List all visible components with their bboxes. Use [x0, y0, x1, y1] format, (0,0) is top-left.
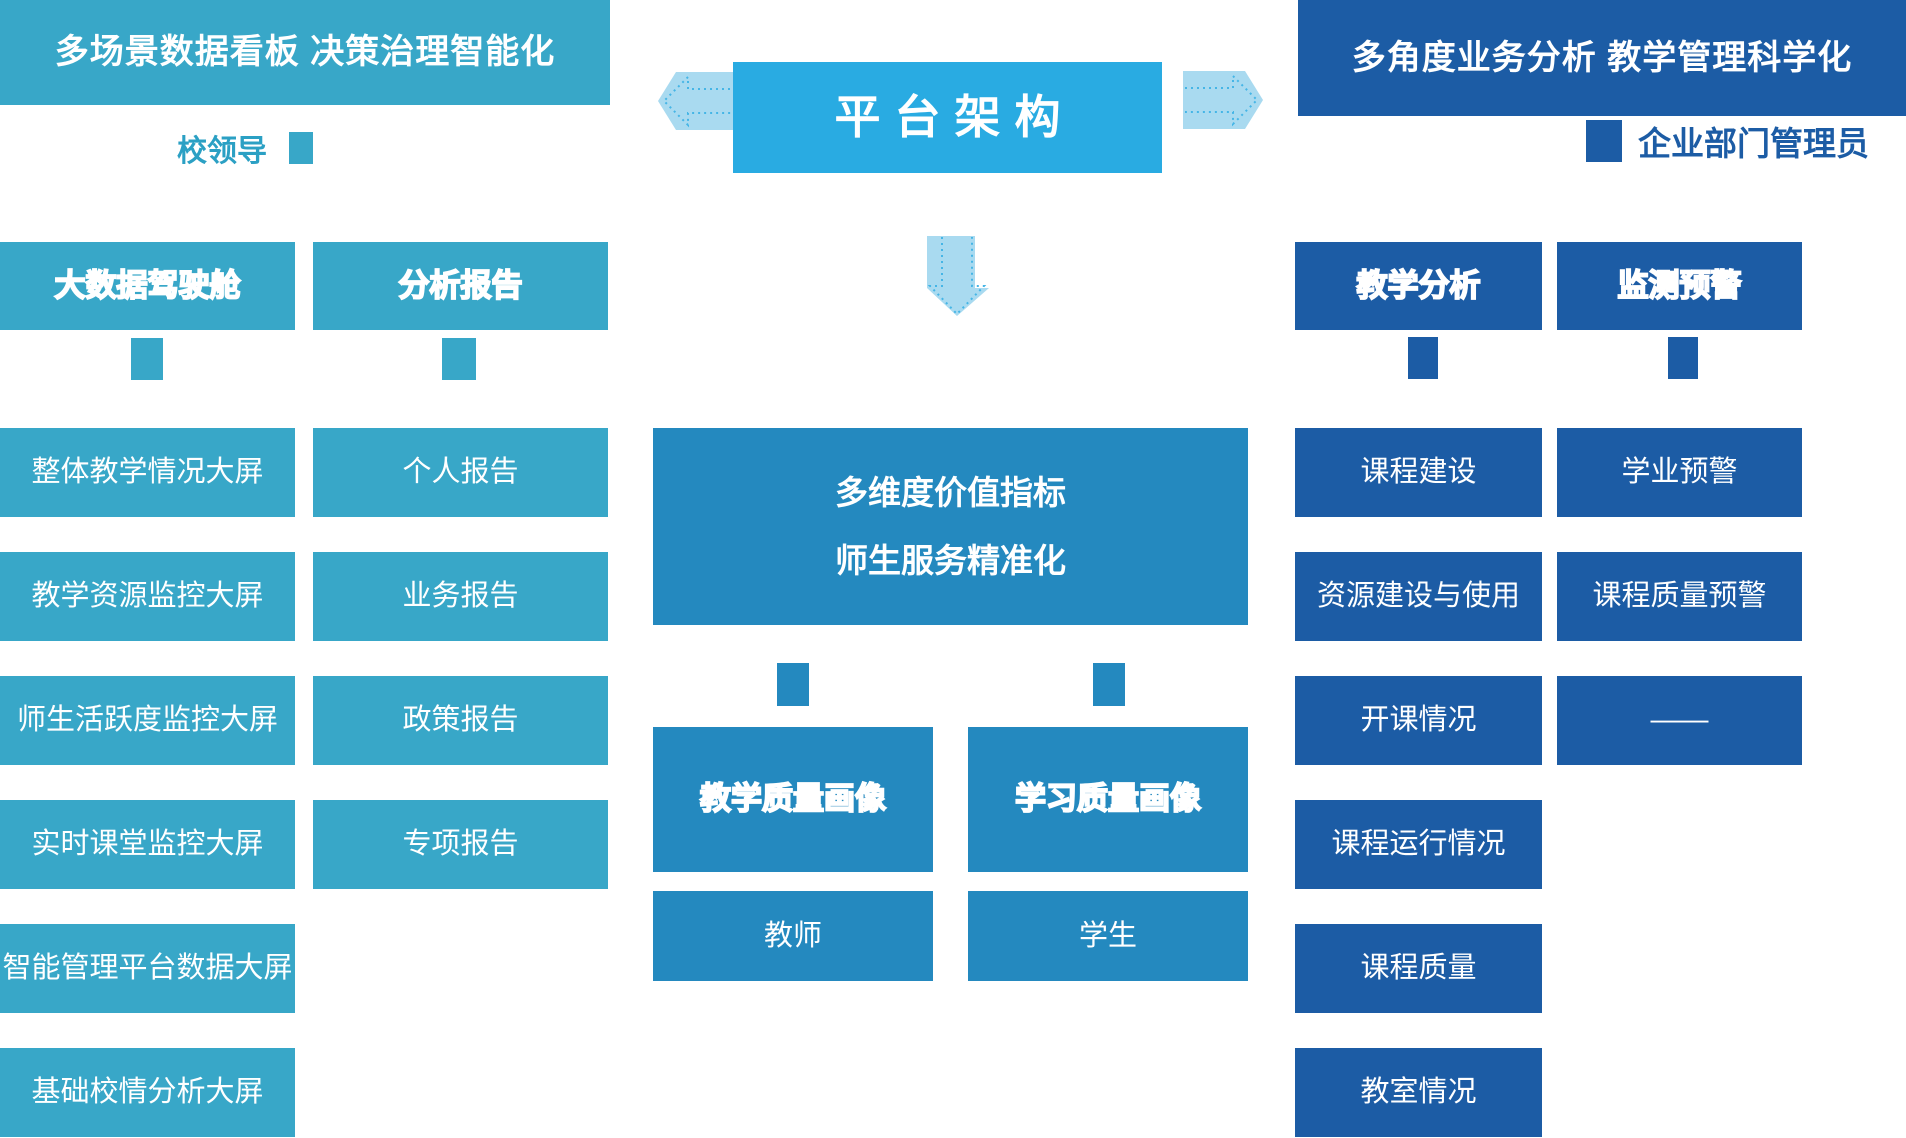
warning-item-label: 学业预警 [1621, 456, 1738, 489]
warning-item: 课程质量预警 [1557, 552, 1802, 641]
dashboard-item-label: 基础校情分析大屏 [31, 1076, 264, 1109]
diagram-title-text: 平台架构 [834, 90, 1075, 143]
header-label: 监测预警 [1617, 267, 1743, 304]
header-label: 大数据驾驶舱 [54, 267, 242, 304]
left-banner-text: 多场景数据看板 决策治理智能化 [54, 33, 556, 72]
dashboard-item: 基础校情分析大屏 [0, 1048, 295, 1137]
report-item-label: 个人报告 [402, 456, 519, 489]
warning-item-placeholder: —— [1557, 676, 1802, 765]
dashboard-item-label: 教学资源监控大屏 [31, 580, 264, 613]
teaching-analysis-item: 开课情况 [1295, 676, 1542, 765]
right-banner: 多角度业务分析 教学管理科学化 [1298, 0, 1906, 116]
analysis-item-label: 开课情况 [1360, 704, 1477, 737]
student-box: 学生 [968, 891, 1248, 981]
value-line-1: 多维度价值指标 [835, 474, 1066, 512]
diagram-title: 平台架构 [733, 62, 1162, 173]
report-item-label: 业务报告 [402, 580, 519, 613]
right-role: 企业部门管理员 [1586, 118, 1869, 164]
dashboard-item: 智能管理平台数据大屏 [0, 924, 295, 1013]
left-role: 校领导 [177, 129, 313, 168]
teaching-quality-profile: 教学质量画像 [653, 727, 933, 872]
warning-item: 学业预警 [1557, 428, 1802, 517]
dashboard-item-label: 智能管理平台数据大屏 [2, 952, 293, 985]
header-big-data-cockpit: 大数据驾驶舱 [0, 242, 295, 330]
value-indicator-box: 多维度价值指标 师生服务精准化 [653, 428, 1248, 625]
teaching-analysis-item: 课程运行情况 [1295, 800, 1542, 889]
header-teaching-analysis: 教学分析 [1295, 242, 1542, 330]
dashboard-item: 整体教学情况大屏 [0, 428, 295, 517]
report-item: 专项报告 [313, 800, 608, 889]
analysis-item-label: 资源建设与使用 [1316, 580, 1520, 613]
profile-label: 学习质量画像 [1014, 780, 1202, 817]
report-item: 个人报告 [313, 428, 608, 517]
teaching-analysis-item: 课程质量 [1295, 924, 1542, 1013]
role-marker-square [1586, 120, 1622, 162]
analysis-item-label: 课程质量 [1360, 952, 1477, 985]
dashboard-item: 师生活跃度监控大屏 [0, 676, 295, 765]
warning-item-label: 课程质量预警 [1592, 580, 1767, 613]
header-monitor-warning: 监测预警 [1557, 242, 1802, 330]
person-label: 教师 [763, 919, 822, 952]
header-label: 分析报告 [398, 267, 524, 304]
teaching-analysis-item: 课程建设 [1295, 428, 1542, 517]
warning-item-label: —— [1650, 704, 1709, 737]
left-role-label: 校领导 [177, 135, 267, 168]
right-role-label: 企业部门管理员 [1638, 125, 1869, 162]
dashboard-item: 实时课堂监控大屏 [0, 800, 295, 889]
report-item: 政策报告 [313, 676, 608, 765]
teacher-box: 教师 [653, 891, 933, 981]
analysis-item-label: 教室情况 [1360, 1076, 1477, 1109]
connector-square [777, 663, 809, 706]
person-label: 学生 [1078, 919, 1137, 952]
connector-square [442, 338, 476, 380]
dashboard-item-label: 师生活跃度监控大屏 [16, 704, 278, 737]
right-arrow-icon [1183, 70, 1263, 130]
dashboard-item-label: 整体教学情况大屏 [31, 456, 264, 489]
value-line-2: 师生服务精准化 [835, 541, 1066, 579]
role-marker-square [289, 132, 313, 164]
down-arrow-icon [926, 236, 990, 317]
header-analysis-report: 分析报告 [313, 242, 608, 330]
right-banner-text: 多角度业务分析 教学管理科学化 [1351, 38, 1853, 77]
connector-square [1408, 337, 1438, 379]
report-item-label: 专项报告 [402, 828, 519, 861]
report-item: 业务报告 [313, 552, 608, 641]
dashboard-item: 教学资源监控大屏 [0, 552, 295, 641]
left-banner: 多场景数据看板 决策治理智能化 [0, 0, 610, 105]
connector-square [1093, 663, 1125, 706]
left-arrow-icon [658, 71, 738, 131]
analysis-item-label: 课程建设 [1360, 456, 1477, 489]
analysis-item-label: 课程运行情况 [1331, 828, 1506, 861]
teaching-analysis-item: 教室情况 [1295, 1048, 1542, 1137]
connector-square [131, 338, 163, 380]
header-label: 教学分析 [1356, 267, 1482, 304]
connector-square [1668, 337, 1698, 379]
learning-quality-profile: 学习质量画像 [968, 727, 1248, 872]
dashboard-item-label: 实时课堂监控大屏 [31, 828, 264, 861]
report-item-label: 政策报告 [402, 704, 519, 737]
teaching-analysis-item: 资源建设与使用 [1295, 552, 1542, 641]
profile-label: 教学质量画像 [699, 780, 887, 817]
